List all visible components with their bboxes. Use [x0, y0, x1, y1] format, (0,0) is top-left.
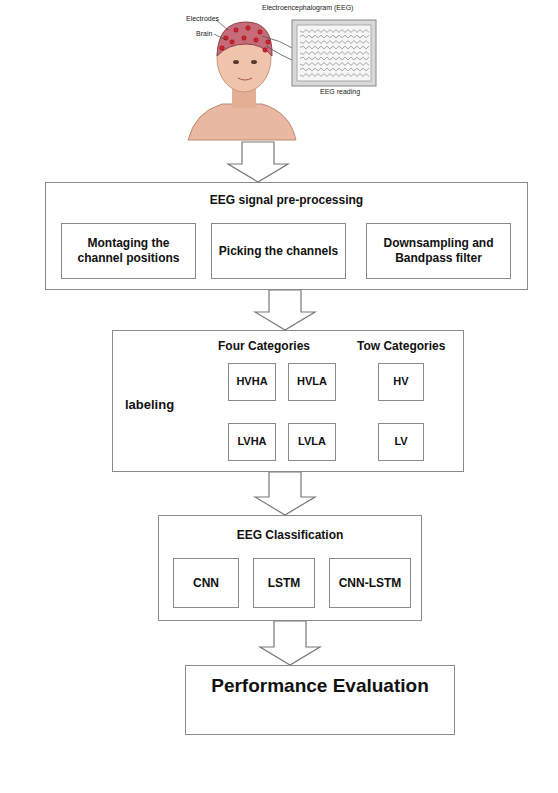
- group-heading: Tow Categories: [357, 339, 445, 354]
- node-title: CNN: [193, 576, 219, 591]
- electrode: [254, 38, 258, 42]
- node-title: Montaging the channel positions: [66, 236, 191, 266]
- illustration-label: Electroencephalogram (EEG): [262, 4, 353, 11]
- illustration-label: Electrodes: [186, 15, 219, 22]
- node-title: LVLA: [298, 435, 326, 449]
- node-title: CNN-LSTM: [339, 576, 402, 591]
- node-title: HV: [393, 375, 408, 389]
- eeg-trace: [300, 63, 369, 66]
- hollow-arrow: [255, 472, 315, 515]
- category-box: LVHA: [228, 423, 276, 461]
- node-title: LVHA: [237, 435, 266, 449]
- category-box: LV: [378, 423, 424, 461]
- category-box: CNN-LSTM: [329, 558, 411, 608]
- mouth: [238, 78, 252, 80]
- electrode-cap: [217, 22, 272, 56]
- electrode: [246, 26, 250, 30]
- node-title: HVLA: [297, 375, 327, 389]
- category-box: LSTM: [253, 558, 315, 608]
- category-box: CNN: [173, 558, 239, 608]
- category-box: HV: [378, 363, 424, 401]
- eeg-trace: [300, 74, 369, 77]
- eeg-trace: [300, 30, 369, 33]
- stage-box: labelingFour CategoriesTow CategoriesHVH…: [112, 330, 464, 472]
- torso: [188, 104, 296, 140]
- category-box: Picking the channels: [211, 223, 346, 279]
- node-title: EEG Classification: [159, 528, 421, 543]
- illustration-label: Brain: [196, 30, 212, 37]
- leader-line: [214, 34, 226, 40]
- eeg-trace: [300, 52, 369, 55]
- result-box: Performance Evaluation: [185, 665, 455, 735]
- electrode: [234, 28, 238, 32]
- electrode: [242, 36, 246, 40]
- node-title: Performance Evaluation: [186, 674, 454, 698]
- node-title: LSTM: [268, 576, 301, 591]
- hollow-arrow: [228, 142, 288, 182]
- electrode: [258, 30, 262, 34]
- node-title: Downsampling and Bandpass filter: [371, 236, 506, 266]
- wire: [262, 36, 296, 50]
- stage-box: EEG signal pre-processingMontaging the c…: [45, 182, 528, 290]
- node-title: EEG signal pre-processing: [46, 193, 527, 208]
- eeg-trace: [300, 41, 369, 44]
- node-title: Picking the channels: [219, 244, 338, 259]
- electrode: [220, 46, 224, 50]
- category-box: Montaging the channel positions: [61, 223, 196, 279]
- eeg-trace: [300, 35, 369, 38]
- eye: [233, 60, 239, 64]
- eeg-waves: [300, 30, 369, 77]
- stage-box: EEG ClassificationCNN LSTM CNN-LSTM: [158, 515, 422, 621]
- node-title: labeling: [125, 397, 174, 413]
- category-box: HVLA: [288, 363, 336, 401]
- category-box: Downsampling and Bandpass filter: [366, 223, 511, 279]
- monitor-screen: [297, 25, 371, 81]
- monitor: [292, 20, 376, 86]
- eeg-trace: [300, 68, 369, 71]
- eye: [251, 60, 257, 64]
- group-heading: Four Categories: [218, 339, 310, 354]
- electrode: [230, 40, 234, 44]
- node-title: HVHA: [236, 375, 267, 389]
- electrode: [266, 40, 270, 44]
- eeg-trace: [300, 57, 369, 60]
- node-title: LV: [394, 435, 407, 449]
- eeg-trace: [300, 46, 369, 49]
- hollow-arrow: [255, 290, 315, 330]
- hollow-arrow: [260, 621, 320, 665]
- category-box: LVLA: [288, 423, 336, 461]
- electrode: [263, 48, 267, 52]
- category-box: HVHA: [228, 363, 276, 401]
- illustration-label: EEG reading: [320, 88, 360, 95]
